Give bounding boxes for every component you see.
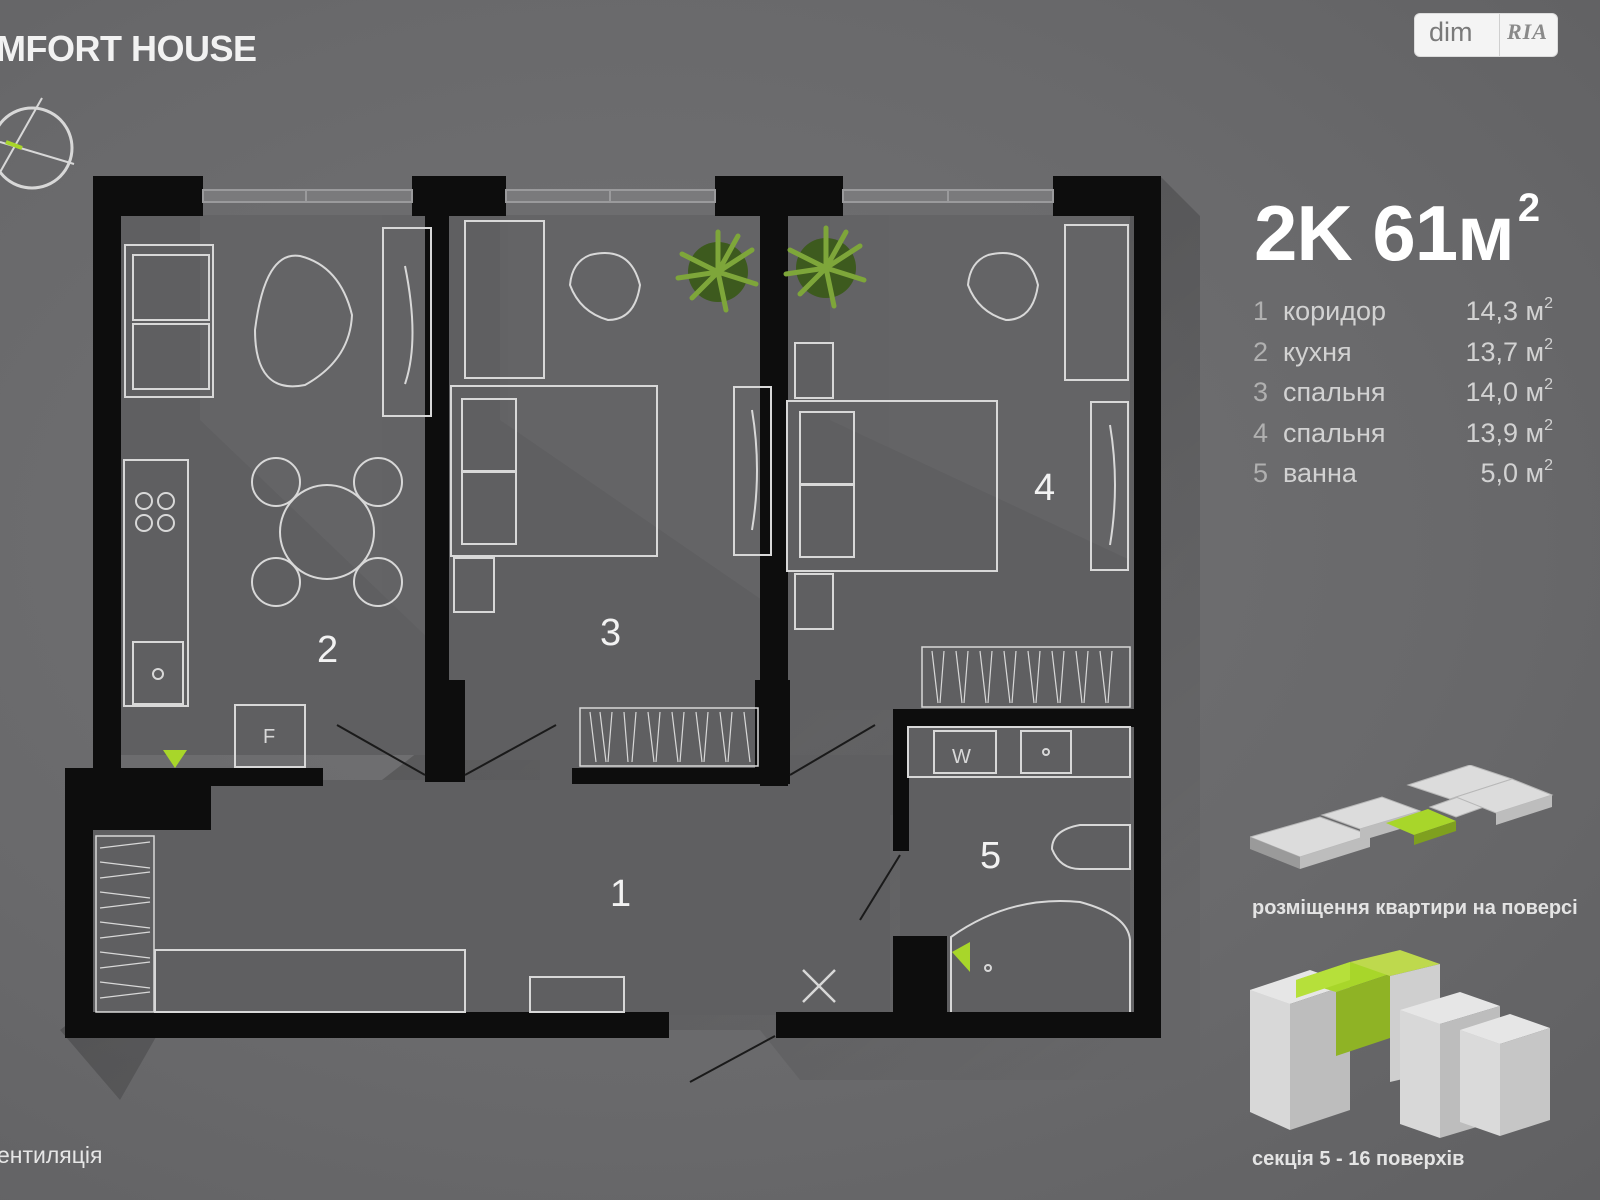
room-list-name: коридор bbox=[1283, 296, 1387, 326]
room-list-num: 3 bbox=[1253, 377, 1269, 407]
room-list-area: 13,9 м2 bbox=[1465, 416, 1553, 449]
room-number-3: 3 bbox=[600, 612, 621, 654]
floor-light bbox=[200, 215, 1130, 640]
plant-icon bbox=[783, 225, 867, 309]
room-list-area: 14,0 м2 bbox=[1465, 376, 1553, 408]
plant-icon bbox=[675, 229, 759, 313]
room-list-num: 4 bbox=[1253, 417, 1269, 448]
walls bbox=[65, 176, 1161, 1038]
room-list-item: 1 коридор 14,3 м2 bbox=[1253, 295, 1553, 337]
wardrobes bbox=[95, 646, 1131, 1013]
room-list-num: 2 bbox=[1253, 336, 1269, 367]
apartment-title-text: 2K 61м bbox=[1254, 189, 1515, 277]
floor-position-diagram bbox=[1250, 765, 1554, 869]
room-list-item: 3 спальня 14,0 м2 bbox=[1253, 376, 1553, 418]
room-list-num: 1 bbox=[1253, 296, 1269, 326]
room-list-area-sup: 2 bbox=[1544, 295, 1553, 312]
room-list-area: 14,3 м2 bbox=[1465, 295, 1553, 327]
door-swings bbox=[336, 724, 901, 1083]
room-number-2: 2 bbox=[317, 629, 338, 671]
room-list-area-value: 13,9 м bbox=[1465, 417, 1545, 448]
watermark-ria: RIA bbox=[1507, 19, 1548, 44]
room-list-area: 13,7 м2 bbox=[1465, 335, 1553, 368]
room-list-area-value: 14,0 м bbox=[1465, 377, 1545, 407]
section-building-diagram bbox=[1250, 950, 1550, 1138]
room-list-item: 2 кухня 13,7 м2 bbox=[1253, 335, 1553, 378]
room-list-area-value: 14,3 м bbox=[1465, 296, 1545, 326]
room-list-area-value: 13,7 м bbox=[1465, 336, 1545, 367]
room-list-area-sup: 2 bbox=[1544, 335, 1553, 353]
ventilation-marker-icon bbox=[952, 942, 970, 972]
watermark-divider bbox=[1499, 14, 1500, 56]
room-list-name: ванна bbox=[1283, 458, 1357, 488]
windows bbox=[202, 189, 1054, 203]
room-list-area-sup: 2 bbox=[1544, 457, 1553, 474]
hanger-lines bbox=[99, 650, 1113, 999]
room-list-area: 5,0 м2 bbox=[1480, 457, 1553, 489]
fridge-label: F bbox=[263, 726, 275, 748]
ventilation-legend: ентиляція bbox=[0, 1142, 103, 1168]
room-number-1: 1 bbox=[610, 873, 631, 915]
room-number-4: 4 bbox=[1034, 467, 1055, 509]
watermark-dim: dim bbox=[1429, 17, 1473, 47]
ventilation-marker-icon bbox=[163, 750, 187, 768]
room-list-area-sup: 2 bbox=[1544, 376, 1553, 393]
room-list-num: 5 bbox=[1253, 458, 1269, 488]
room-list-item: 4 спальня 13,9 м2 bbox=[1253, 416, 1553, 459]
compass-icon bbox=[0, 97, 75, 190]
cross-icon bbox=[802, 969, 836, 1003]
apartment-title-sup: 2 bbox=[1517, 186, 1540, 230]
room-list-item: 5 ванна 5,0 м2 bbox=[1253, 457, 1553, 499]
furniture bbox=[123, 220, 1131, 1013]
washer-label: W bbox=[952, 746, 971, 768]
room-list-name: спальня bbox=[1283, 377, 1386, 407]
brand-name: MFORT HOUSE bbox=[0, 28, 257, 69]
floor-position-caption: розміщення квартири на поверсі bbox=[1252, 897, 1578, 919]
room-list-name: кухня bbox=[1283, 336, 1352, 367]
room-list-area-sup: 2 bbox=[1544, 416, 1553, 434]
room-list-area-value: 5,0 м bbox=[1480, 458, 1545, 488]
floor-plan: F W 1 2 3 4 5 bbox=[60, 176, 1200, 1100]
room-list-name: спальня bbox=[1283, 417, 1386, 448]
watermark-logo: dim RIA bbox=[1414, 13, 1558, 57]
section-caption: секція 5 - 16 поверхів bbox=[1252, 1148, 1465, 1170]
room-number-5: 5 bbox=[980, 835, 1001, 877]
room-list: 1 коридор 14,3 м2 2 кухня 13,7 м2 3 спал… bbox=[1253, 295, 1553, 499]
floor-areas bbox=[90, 215, 1130, 1015]
